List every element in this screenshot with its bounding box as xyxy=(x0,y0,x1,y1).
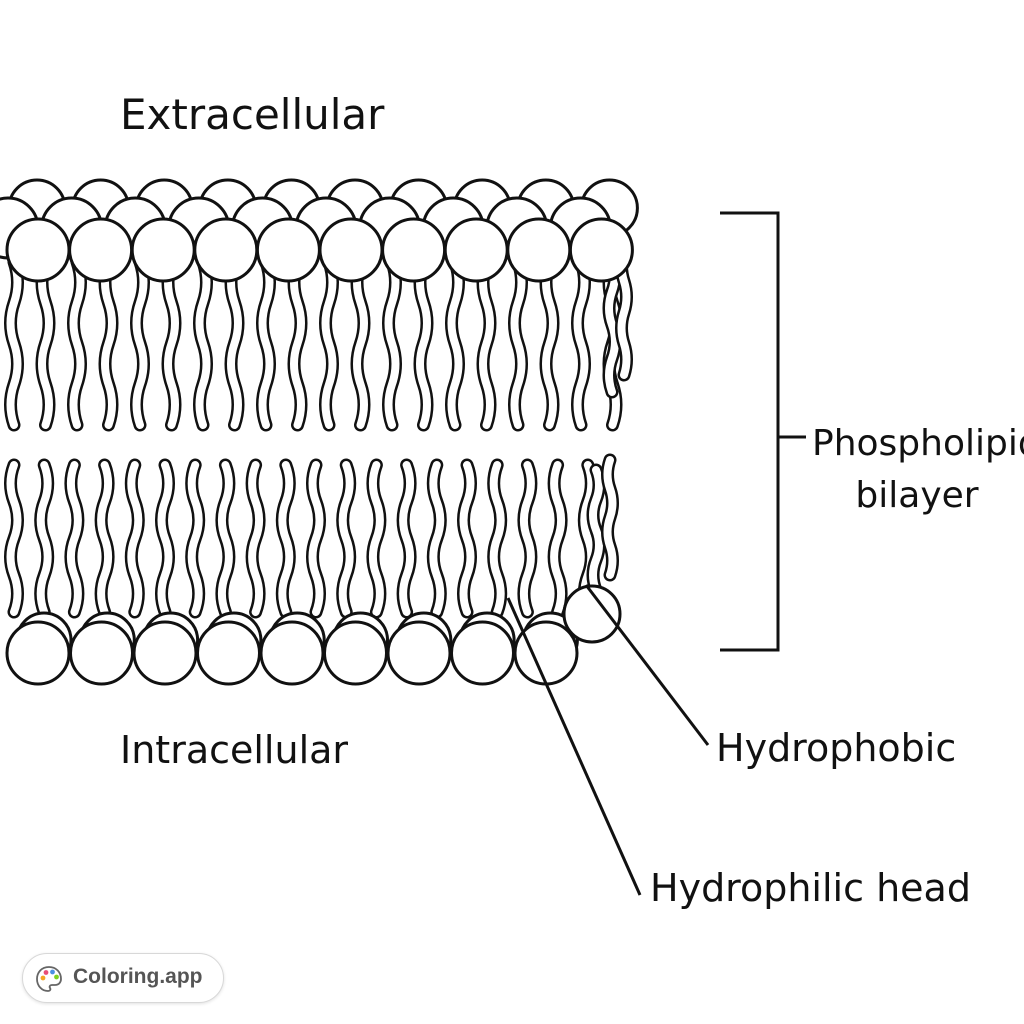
hydrophilic-head xyxy=(68,217,134,283)
fatty-acid-tail xyxy=(586,463,606,597)
fatty-acid-tail xyxy=(35,255,56,432)
hydrophilic-head xyxy=(130,217,196,283)
fatty-acid-tail xyxy=(124,458,145,619)
bilayer-label-line2: bilayer xyxy=(855,475,979,516)
fatty-acid-tail xyxy=(98,255,119,432)
palette-icon xyxy=(36,966,62,992)
hydrophilic-head xyxy=(193,217,259,283)
fatty-acid-tail xyxy=(4,458,24,619)
hydrophilic-head xyxy=(386,620,452,686)
upper-leaflet-front-heads xyxy=(5,217,634,283)
fatty-acid-tail xyxy=(34,458,55,619)
hydrophilic-head xyxy=(259,620,325,686)
extracellular-label: Extracellular xyxy=(120,90,385,139)
upper-leaflet-tails xyxy=(4,243,633,432)
hydrophilic-head xyxy=(5,620,71,686)
fatty-acid-tail xyxy=(287,255,308,432)
fatty-acid-tail xyxy=(426,458,447,619)
lower-leaflet-tails xyxy=(4,453,619,619)
intracellular-label: Intracellular xyxy=(120,728,349,772)
fatty-acid-tail xyxy=(413,255,434,432)
fatty-acid-tail xyxy=(602,251,622,399)
fatty-acid-tail xyxy=(161,255,182,432)
hydrophilic-head xyxy=(69,620,134,686)
hydrophilic-head xyxy=(318,217,384,283)
coloring-app-badge[interactable]: Coloring.app xyxy=(22,953,224,1003)
fatty-acid-tail xyxy=(155,458,175,619)
fatty-acid-tail xyxy=(457,458,477,619)
fatty-acid-tail xyxy=(94,458,115,619)
fatty-acid-tail xyxy=(350,255,371,432)
fatty-acid-tail xyxy=(571,255,591,432)
fatty-acid-tail xyxy=(487,458,508,619)
fatty-acid-tail xyxy=(539,255,560,432)
hydrophilic-head xyxy=(443,217,509,283)
fatty-acid-tail xyxy=(130,255,150,432)
fatty-acid-tail xyxy=(224,255,245,432)
hydrophilic-head xyxy=(196,620,261,686)
fatty-acid-tail xyxy=(64,458,85,619)
bilayer-bracket xyxy=(720,211,806,652)
fatty-acid-tail xyxy=(256,255,276,432)
hydrophilic-head xyxy=(5,217,71,283)
hydrophilic-head xyxy=(450,620,515,686)
hydrophilic-head xyxy=(323,620,388,686)
bilayer-label-line1: Phospholipid xyxy=(812,423,1024,464)
badge-text: Coloring.app xyxy=(73,965,203,988)
fatty-acid-tail xyxy=(382,255,402,432)
fatty-acid-tail xyxy=(245,458,266,619)
fatty-acid-tail xyxy=(336,458,357,619)
fatty-acid-tail xyxy=(193,255,213,432)
hydrophobic-label: Hydrophobic xyxy=(716,726,957,770)
fatty-acid-tail xyxy=(601,453,619,582)
hydrophilic-head-label: Hydrophilic head xyxy=(650,866,971,910)
hydrophilic-head xyxy=(381,217,447,283)
fatty-acid-tail xyxy=(508,255,528,432)
fatty-acid-tail xyxy=(4,255,24,432)
lower-leaflet-front-heads xyxy=(5,620,579,686)
hydrophilic-head xyxy=(132,620,198,686)
hydrophilic-head xyxy=(506,217,572,283)
hydrophilic-pointer xyxy=(506,597,642,896)
fatty-acid-tail xyxy=(67,255,87,432)
hydrophilic-head xyxy=(255,217,321,283)
hydrophilic-head xyxy=(562,584,622,644)
hydrophobic-pointer xyxy=(584,584,710,746)
fatty-acid-tail xyxy=(215,458,236,619)
fatty-acid-tail xyxy=(396,458,417,619)
annotation-lines xyxy=(506,211,806,896)
phospholipid-bilayer-label: Phospholipid bilayer xyxy=(812,418,1024,522)
fatty-acid-tail xyxy=(547,458,568,619)
fatty-acid-tail xyxy=(445,255,465,432)
hydrophilic-head xyxy=(568,217,634,283)
fatty-acid-tail xyxy=(306,458,326,619)
fatty-acid-tail xyxy=(366,458,387,619)
fatty-acid-tail xyxy=(275,458,296,619)
fatty-acid-tail xyxy=(517,458,538,619)
fatty-acid-tail xyxy=(319,255,339,432)
fatty-acid-tail xyxy=(476,255,497,432)
fatty-acid-tail xyxy=(185,458,206,619)
